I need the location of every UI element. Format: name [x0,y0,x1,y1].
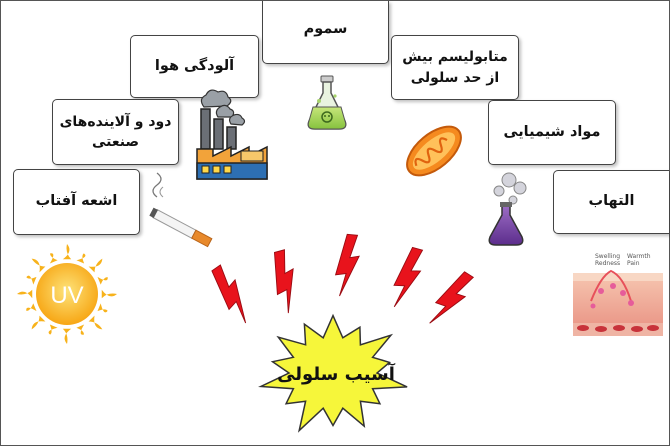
sun-ray [101,289,117,299]
sun-ray [76,324,85,335]
chemical-flask-icon [488,172,527,246]
sun-ray [31,315,46,330]
inflammation-skin-icon: Swelling Warmth Redness Pain [573,253,663,336]
toxic-flask-icon [307,75,347,130]
sun-ray [97,303,108,313]
label-smoke-industrial: دود و آلاینده‌های صنعتی [52,99,179,165]
factory-icon [196,89,268,180]
sun-ray [48,324,58,335]
label-chemicals-text: مواد شیمیایی [503,123,601,140]
sun-ray [62,328,72,344]
label-air-pollution: آلودگی هوا [130,35,259,98]
label-air-pollution-text: آلودگی هوا [154,57,235,74]
legend-pain: Pain [627,260,640,267]
sun-ray [17,289,33,299]
legend-warmth: Warmth [627,253,651,260]
lightning-bolt-icon [211,264,247,324]
label-excess-metabolism: متابولیسم بیش از حد سلولی [391,35,519,100]
sun-ray [31,258,46,273]
label-sunlight-text: اشعه آفتاب [35,193,118,210]
center-label-text: آسیب سلولی [277,363,395,385]
sun-ray [88,315,103,330]
label-inflammation: التهاب [553,170,669,234]
sun-ray [26,303,37,312]
lightning-bolt-icon [334,233,360,297]
label-inflammation-text: التهاب [588,193,635,210]
mitochondrion-icon [406,125,462,177]
center-label: آسیب سلولی [266,359,406,389]
sun-ray [76,253,86,264]
legend-swelling: Swelling [595,253,620,260]
cigarette-icon [149,172,213,248]
lightning-bolt-icon [273,249,294,314]
sun-ray [88,258,103,273]
label-toxins-text: سموم [303,21,348,37]
uv-text: UV [50,282,83,309]
label-chemicals: مواد شیمیایی [488,100,616,165]
label-sunlight: اشعه آفتاب [13,169,140,235]
sun-ray [97,276,108,285]
legend-redness: Redness [595,260,620,267]
sun-ray [49,253,58,264]
sun-ray [62,244,72,260]
label-smoke-industrial-text: دود و آلاینده‌های صنعتی [59,113,172,150]
label-excess-metabolism-text: متابولیسم بیش از حد سلولی [402,49,508,86]
sun-ray [26,275,37,285]
label-toxins: سموم [262,1,389,64]
uv-sun-icon: UV [17,244,117,344]
lightning-bolts [211,233,475,324]
lightning-bolt-icon [429,271,475,324]
lightning-bolt-icon [393,246,424,308]
